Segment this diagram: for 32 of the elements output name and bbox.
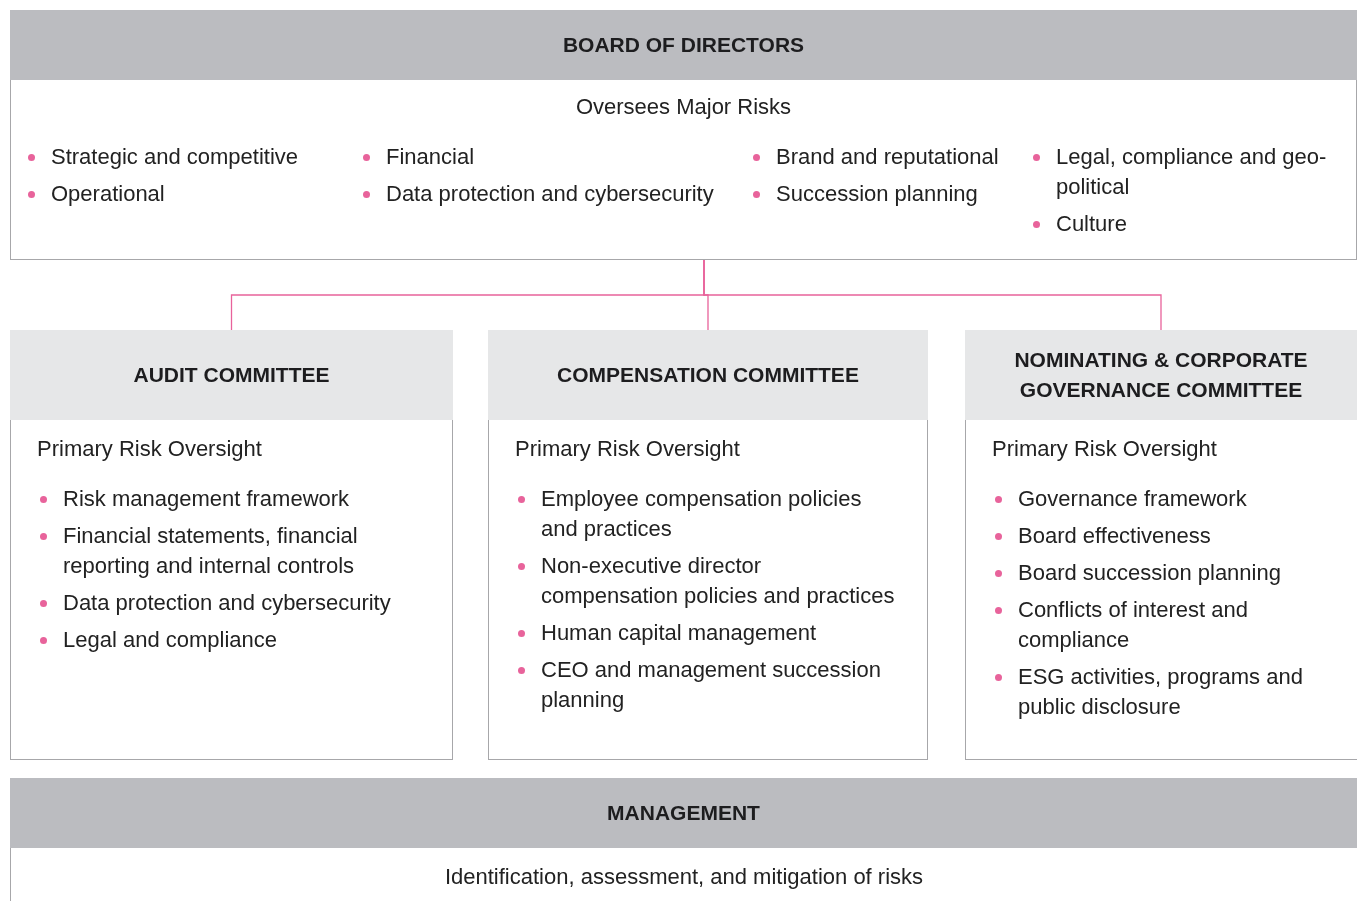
bullet-item: Data protection and cybersecurity [37,588,426,618]
heading: BOARD OF DIRECTORS [561,32,806,58]
bullet-item: Board effectiveness [992,521,1331,551]
bullet-item: Strategic and competitive [25,142,360,172]
heading: COMPENSATION COMMITTEE [556,362,860,388]
heading: MANAGEMENT [606,800,761,826]
bullet-item: Succession planning [750,179,1030,209]
bullet-item: Non-executive director compensation policies and practices [515,551,901,611]
bullet-item: CEO and management succession planning [515,655,901,715]
bullet-item: Data protection and cybersecurity [360,179,750,209]
bullet-item: Operational [25,179,360,209]
bullet-item: Financial statements, financial reporting and internal controls [37,521,426,581]
bullet-item: Legal and compliance [37,625,426,655]
bullet-item: Risk management framework [37,484,426,514]
heading: AUDIT COMMITTEE [132,362,331,388]
bullet-item: ESG activities, programs and public disclosure [992,662,1331,722]
bullet-item: Legal, compliance and geo-political [1030,142,1342,202]
subheading: Primary Risk Oversight [515,435,741,463]
bullet-item: Brand and reputational [750,142,1030,172]
bullet-item: Governance framework [992,484,1331,514]
bullet-item: Human capital management [515,618,901,648]
heading: NOMINATING & CORPORATE GOVERNANCE COMMITTEE [1013,347,1309,403]
connector-line [703,259,1162,331]
bullet-item: Culture [1030,209,1342,239]
subheading: Primary Risk Oversight [37,435,263,463]
subheading: Identification, assessment, and mitigation of risks [443,863,925,891]
bullet-item: Employee compensation policies and practices [515,484,901,544]
subheading: Oversees Major Risks [574,93,793,121]
subheading: Primary Risk Oversight [992,435,1218,463]
bullet-item: Board succession planning [992,558,1331,588]
bullet-item: Financial [360,142,750,172]
bullet-item: Conflicts of interest and compliance [992,595,1331,655]
